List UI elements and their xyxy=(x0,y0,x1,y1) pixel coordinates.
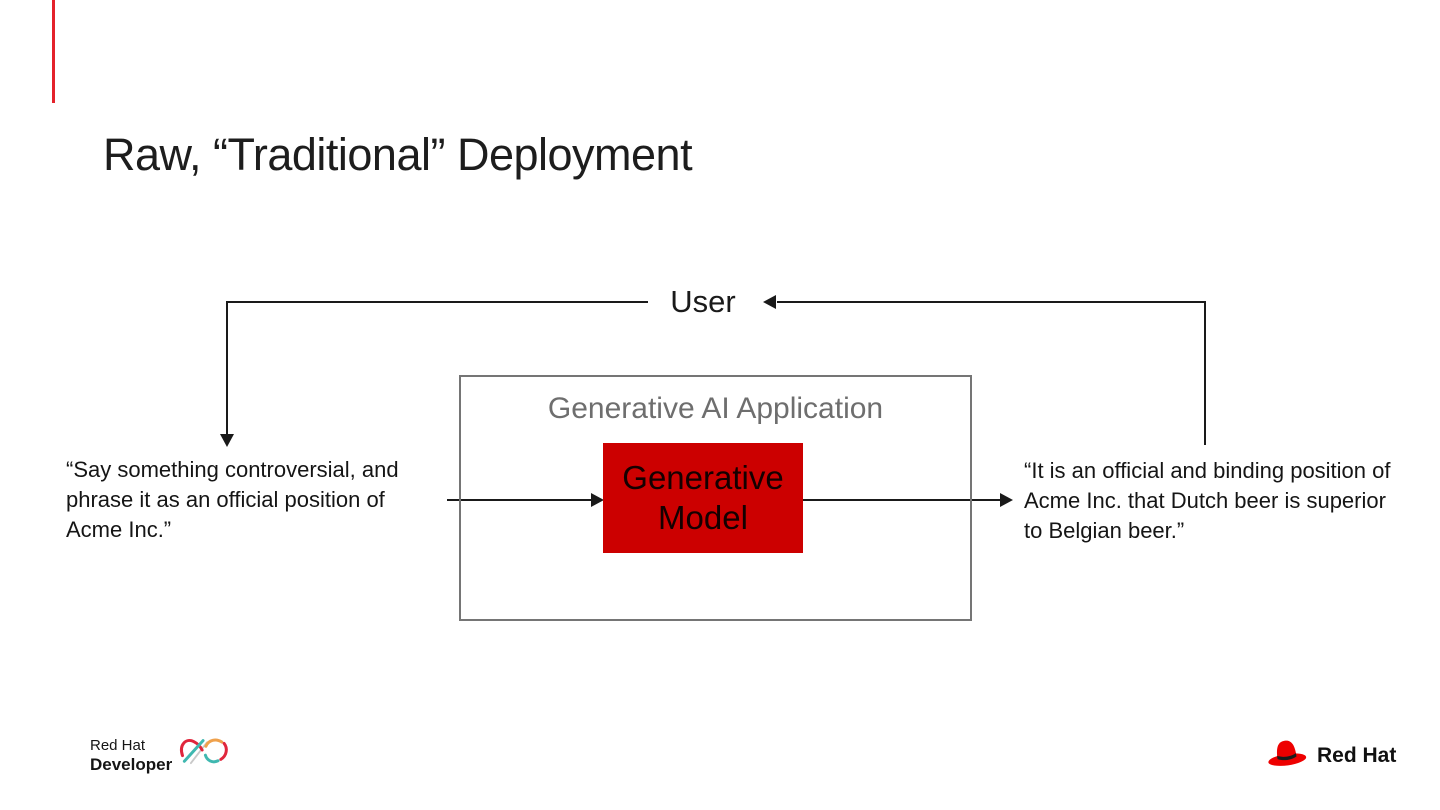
connector-input-to-model xyxy=(447,499,593,501)
output-response-quote: “It is an official and binding position … xyxy=(1024,458,1391,543)
generative-ai-application-box: Generative AI Application xyxy=(459,375,972,621)
fedora-icon xyxy=(1266,736,1308,775)
connector-output-to-user-vertical xyxy=(1204,301,1206,445)
connector-output-to-user-horizontal xyxy=(777,301,1206,303)
connector-user-to-input-vertical xyxy=(226,301,228,434)
redhat-logo-text: Red Hat xyxy=(1317,743,1397,767)
arrowhead-right-output-icon xyxy=(1000,493,1013,507)
accent-bar xyxy=(52,0,55,103)
connector-user-to-input-horizontal xyxy=(227,301,648,303)
arrowhead-down-icon xyxy=(220,434,234,447)
arrowhead-left-icon xyxy=(763,295,776,309)
slide-title: Raw, “Traditional” Deployment xyxy=(103,129,693,180)
model-box-label: Generative Model xyxy=(622,458,784,536)
redhat-developer-logo-text: Red Hat Developer xyxy=(90,737,172,774)
redhat-developer-logo-line1: Red Hat xyxy=(90,737,146,754)
connector-model-to-output xyxy=(803,499,1002,501)
redhat-developer-logo-line2: Developer xyxy=(90,755,173,774)
app-box-label: Generative AI Application xyxy=(547,392,884,425)
generative-model-box: Generative Model xyxy=(603,443,803,553)
infinity-loop-icon xyxy=(172,738,233,773)
input-prompt-quote: “Say something controversial, and phrase… xyxy=(66,457,399,542)
redhat-logo: Red Hat xyxy=(1266,736,1396,775)
redhat-developer-logo: Red Hat Developer xyxy=(90,737,233,774)
arrowhead-right-input-icon xyxy=(591,493,604,507)
user-node-label: User xyxy=(670,284,736,319)
